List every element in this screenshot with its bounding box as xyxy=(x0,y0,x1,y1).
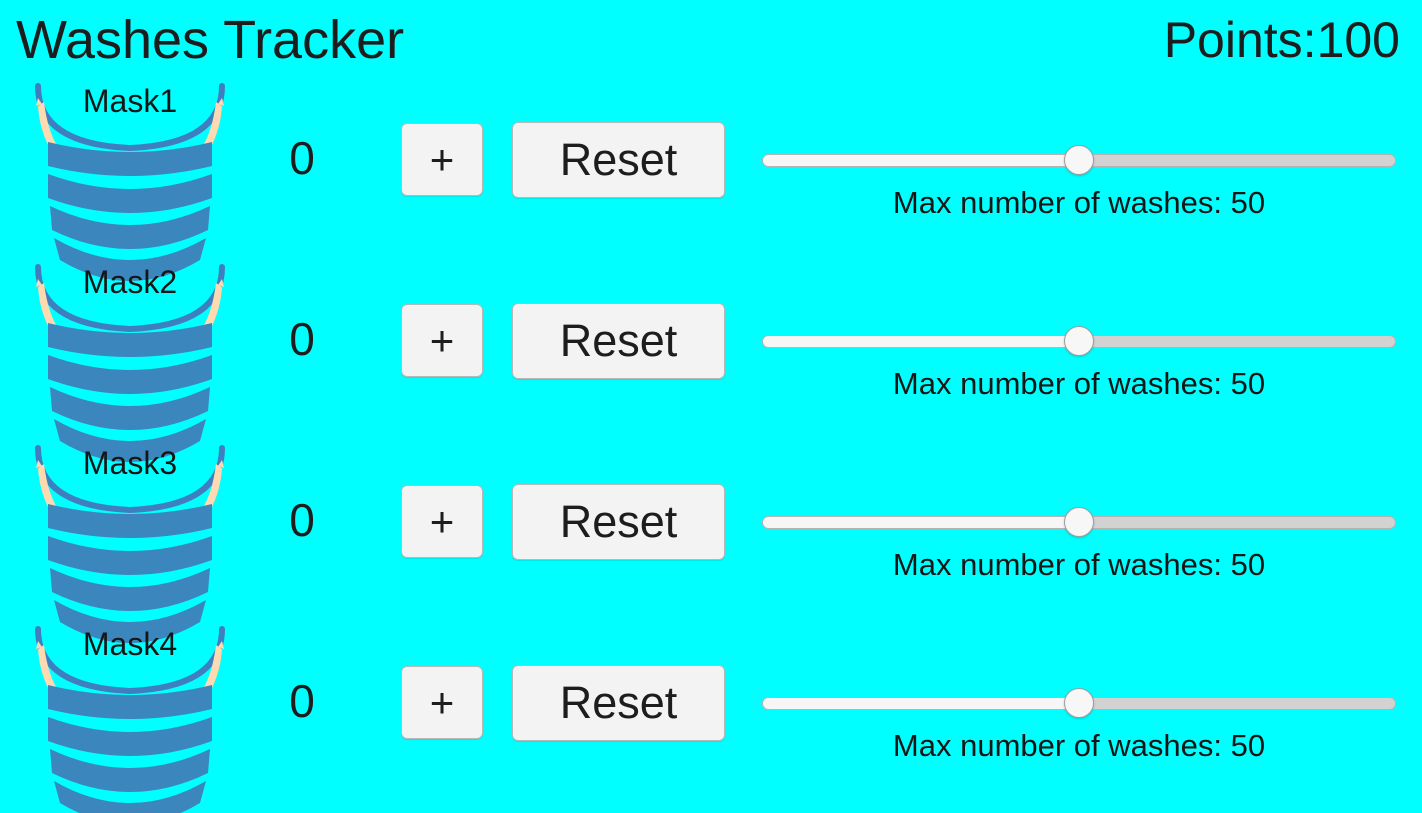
points-label: Points: xyxy=(1163,12,1317,68)
slider-thumb[interactable] xyxy=(1064,326,1094,356)
reset-button[interactable]: Reset xyxy=(512,303,725,379)
slider-caption: Max number of washes: 50 xyxy=(892,366,1266,401)
slider-caption: Max number of washes: 50 xyxy=(892,728,1266,763)
wash-count: 0 xyxy=(289,675,315,727)
slider-thumb[interactable] xyxy=(1064,145,1094,175)
reset-button[interactable]: Reset xyxy=(512,122,725,198)
face-mask-icon xyxy=(8,442,252,643)
slider-caption: Max number of washes: 50 xyxy=(892,547,1266,582)
slider-fill xyxy=(762,335,1080,348)
reset-button[interactable]: Reset xyxy=(512,665,725,741)
page-title: Washes Tracker xyxy=(16,10,405,70)
max-washes-slider[interactable] xyxy=(762,688,1396,718)
max-washes-slider[interactable] xyxy=(762,507,1396,537)
slider-fill xyxy=(762,154,1080,167)
increment-button[interactable]: + xyxy=(401,304,483,377)
increment-button[interactable]: + xyxy=(401,666,483,739)
slider-fill xyxy=(762,697,1080,710)
points-value: 100 xyxy=(1316,12,1400,68)
face-mask-icon xyxy=(8,623,252,813)
slider-thumb[interactable] xyxy=(1064,688,1094,718)
face-mask-icon xyxy=(8,80,252,281)
increment-button[interactable]: + xyxy=(401,123,483,196)
slider-fill xyxy=(762,516,1080,529)
slider-thumb[interactable] xyxy=(1064,507,1094,537)
face-mask-icon xyxy=(8,261,252,462)
mask-row: Mask3 0 + Reset Max number of washes: 50 xyxy=(0,442,1422,643)
points-display: Points:100 xyxy=(1164,6,1400,74)
wash-count: 0 xyxy=(289,132,315,184)
slider-caption: Max number of washes: 50 xyxy=(892,185,1266,220)
reset-button[interactable]: Reset xyxy=(512,484,725,560)
max-washes-slider[interactable] xyxy=(762,145,1396,175)
app-header: Washes Tracker Points:100 xyxy=(0,0,1422,80)
increment-button[interactable]: + xyxy=(401,485,483,558)
wash-count: 0 xyxy=(289,313,315,365)
max-washes-slider[interactable] xyxy=(762,326,1396,356)
mask-row: Mask4 0 + Reset Max number of washes: 50 xyxy=(0,623,1422,813)
wash-count: 0 xyxy=(289,494,315,546)
mask-row-list: Mask1 0 + Reset Max number of washes: 50 xyxy=(0,80,1422,813)
mask-row: Mask1 0 + Reset Max number of washes: 50 xyxy=(0,80,1422,281)
mask-row: Mask2 0 + Reset Max number of washes: 50 xyxy=(0,261,1422,462)
